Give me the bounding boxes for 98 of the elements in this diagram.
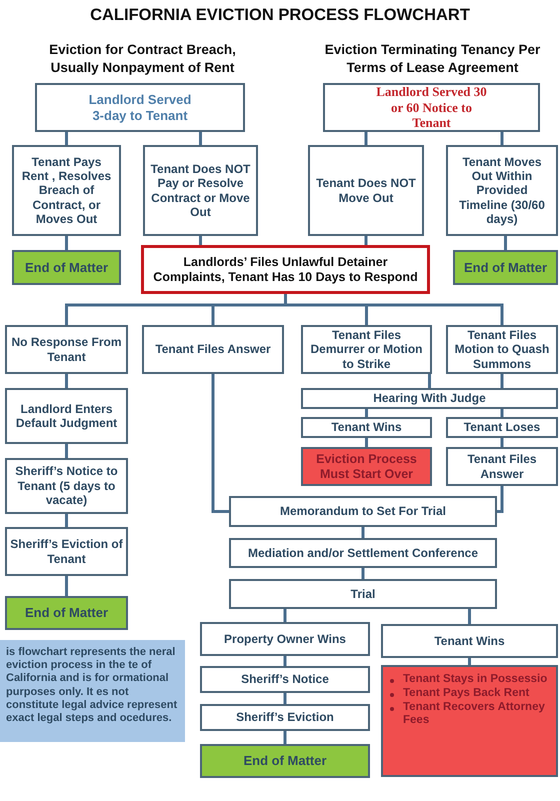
bullet-item: Tenant Pays Back Rent [403,686,530,701]
box-label: End of Matter [24,260,108,276]
connector-line [428,374,431,388]
box-label: Tenant Pays Rent , Resolves Breach of Contract, or Moves Out [20,154,112,226]
process-box [200,666,370,693]
connector-line [500,374,504,388]
connector-line [365,438,368,447]
process-box [446,447,558,486]
process-box [229,496,497,527]
process-box [323,83,540,132]
box-label: Tenant Files Answer [155,342,271,357]
process-box [446,417,558,438]
connector-line [362,568,364,579]
box-label: End of Matter [24,605,108,621]
box-label: Sheriff’s Eviction of Tenant [10,537,123,566]
end-box [200,744,370,778]
process-box [446,325,558,374]
process-box [301,388,558,409]
result-box [381,665,558,777]
connector-line [364,132,368,145]
connector-line [365,409,368,417]
box-label: Landlord Enters Default Judgment [14,402,118,430]
connector-line [500,409,504,417]
bullet-item: Tenant Stays in Possessio [403,673,548,687]
box-label: Property Owner Wins [224,632,346,646]
process-box [143,145,258,236]
connector-line [65,132,68,145]
box-label: Trial [350,586,376,602]
box-label: Landlord Served 3-day to Tenant [88,92,192,124]
box-label: Tenant Files Answer [466,452,538,481]
process-box [142,325,284,374]
box-label: Tenant Files Motion to Quash Summons [454,328,550,372]
box-label: Tenant Files Demurrer or Motion to Strike [309,328,424,372]
process-box [308,145,424,236]
box-label: Tenant Moves Out Within Provided Timeline (30/60 days) [458,154,546,226]
process-box [446,145,558,236]
note-box [0,640,185,742]
box-label: End of Matter [464,260,548,276]
connector-line [65,576,68,596]
end-box [453,250,558,285]
note-text: is flowchart represents the neral eviction process in the te of California and is for ormational purposes only. It es not constitute legal advice represent exact legal steps and ocedures. [6,646,178,726]
connector-line [497,486,504,513]
process-box [381,624,558,658]
process-box [5,388,128,444]
box-label: Hearing With Judge [373,391,486,406]
process-box [301,325,432,374]
connector-line [468,609,471,624]
connector-line [212,374,229,513]
box-label: Tenant Wins [331,420,402,435]
process-box [229,579,497,609]
connector-line [284,693,286,704]
box-label: No Response From Tenant [10,335,122,364]
box-label: Landlord Served 30 or 60 Notice to Tenant [375,84,488,131]
connector-line [199,132,202,145]
box-label: Landlords’ Files Unlawful Detainer Complaints, Tenant Has 10 Days to Respond [152,254,419,284]
connector-line [500,438,504,447]
connector-line [500,132,504,145]
process-box [5,325,128,374]
section-heading: Eviction for Contract Breach, Usually Nonpayment of Rent [48,41,237,76]
connector-line [199,236,202,245]
box-label: Tenant Loses [464,420,540,435]
title: CALIFORNIA EVICTION PROCESS FLOWCHART [89,6,471,25]
connector-line [284,731,286,744]
box-label: Memorandum to Set For Trial [280,504,446,519]
result-box [301,447,432,486]
box-label: Mediation and/or Settlement Conference [248,546,478,560]
process-box [229,538,497,568]
process-box [301,417,432,438]
connector-line [284,656,286,666]
connector-line [65,514,68,527]
connector-line [364,236,368,245]
process-box [35,83,245,132]
box-label: Sheriff’s Notice [241,672,329,687]
box-label: Tenant Does NOT Pay or Resolve Contract or Move Out [150,162,252,220]
box-label: Sheriff’s Notice to Tenant (5 days to vacate) [14,464,119,508]
process-box [5,527,128,576]
connector-line [468,658,471,665]
end-box [12,250,121,285]
box-label: Tenant Does NOT Move Out [315,176,417,205]
connector-line [65,374,68,388]
highlighted-box [141,245,430,294]
process-box [5,458,128,514]
end-box [5,596,128,630]
connector-line [362,527,364,538]
box-label: End of Matter [243,753,327,769]
connector-line [504,236,507,250]
connector-line [65,444,68,458]
box-label: Eviction Process Must Start Over [315,452,418,482]
process-box [200,622,370,656]
connector-line [284,294,504,325]
process-box [200,704,370,731]
bullet-item: Tenant Recovers Attorney Fees [403,700,546,728]
box-label: Sheriff’s Eviction [236,710,334,725]
connector-line [65,236,68,250]
box-label: Tenant Wins [434,634,505,648]
connector-line [284,609,286,622]
section-heading: Eviction Terminating Tenancy Per Terms of Lease Agreement [324,41,542,76]
process-box [12,145,121,236]
